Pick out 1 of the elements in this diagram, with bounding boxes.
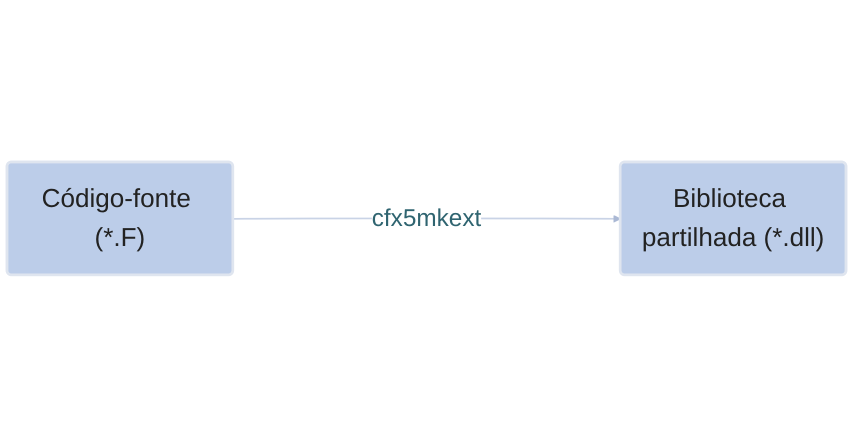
- edge-label: cfx5mkext: [372, 204, 482, 232]
